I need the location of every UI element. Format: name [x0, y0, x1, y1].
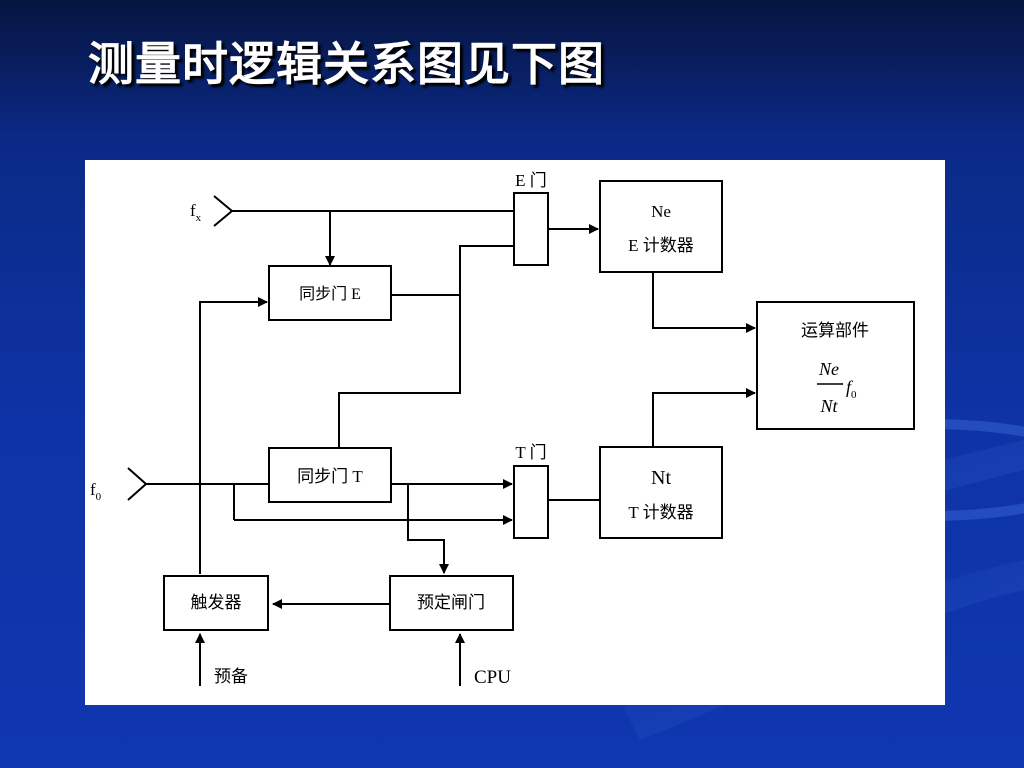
sync-gate-e-label: 同步门 E [299, 285, 361, 303]
nt-label: Nt [651, 467, 671, 489]
trigger-label: 触发器 [191, 593, 242, 612]
sync-t-to-preset [407, 484, 449, 574]
e-counter-label: E 计数器 [628, 236, 694, 255]
compute-unit-box [756, 301, 915, 430]
ecounter-to-compute [652, 272, 756, 333]
wires [127, 195, 756, 686]
sync-t-to-egate [338, 295, 461, 448]
t-counter-box [599, 446, 723, 539]
formula-numerator: Ne [818, 359, 839, 379]
preset-gate-box [389, 575, 514, 631]
cpu-label: CPU [474, 667, 511, 688]
trigger-box [163, 575, 269, 631]
e-counter-box [599, 180, 723, 273]
sync-gate-e-box [268, 265, 392, 321]
t-gate-box [513, 465, 549, 539]
formula-f0: f0 [846, 377, 857, 401]
e-gate-box [513, 192, 549, 266]
sync-gate-t-label: 同步门 T [297, 467, 363, 486]
fx-label: fx [190, 201, 202, 224]
sync-e-to-egate [391, 245, 514, 296]
preset-gate-label: 预定闸门 [417, 593, 485, 612]
t-gate-label: T 门 [515, 443, 546, 462]
formula-denominator: Nt [819, 396, 838, 416]
trigger-to-sync-e [199, 297, 268, 574]
ne-label: Ne [651, 202, 671, 221]
f0-label: f0 [90, 480, 102, 503]
ratio-formula: Ne Nt · f0 [817, 359, 857, 416]
compute-unit-label: 运算部件 [801, 321, 869, 340]
prepare-label: 预备 [214, 667, 248, 686]
tcounter-to-compute [652, 388, 756, 447]
formula-dot: · [839, 374, 845, 394]
sync-gate-t-box [268, 447, 392, 503]
e-gate-label: E 门 [515, 171, 547, 190]
t-counter-label: T 计数器 [628, 503, 693, 522]
slide-title: 测量时逻辑关系图见下图 [88, 37, 605, 91]
